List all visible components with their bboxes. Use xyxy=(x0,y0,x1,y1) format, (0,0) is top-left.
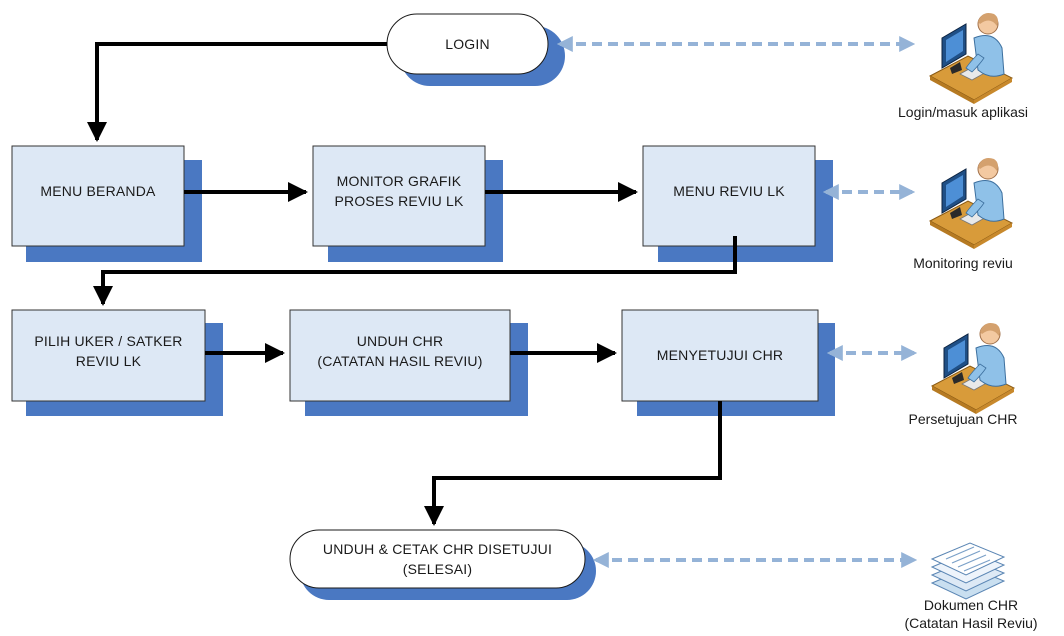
monitor-grafik-label: MONITOR GRAFIK PROSES REVIU LK xyxy=(334,173,464,209)
document-stack-icon xyxy=(931,542,1005,600)
user-at-computer-icon xyxy=(929,157,1013,250)
menyetujui-label: MENYETUJUI CHR xyxy=(656,347,784,363)
login-label: LOGIN xyxy=(445,36,490,52)
unduh-cetak-label: UNDUH & CETAK CHR DISETUJUI (SELESAI) xyxy=(322,541,553,577)
actor-label-monitoring: Monitoring reviu xyxy=(913,255,1013,271)
arrow-reviu-to-pilih xyxy=(93,236,737,306)
actor-label-dokumen: Dokumen CHR (Catatan Hasil Reviu) xyxy=(904,597,1038,631)
menu-reviu-node xyxy=(642,145,816,247)
menu-reviu-label: MENU REVIU LK xyxy=(673,183,785,199)
user-at-computer-icon xyxy=(931,322,1015,415)
pilih-uker-label: PILIH UKER / SATKER REVIU LK xyxy=(34,333,183,369)
unduh-cetak-node xyxy=(289,529,586,589)
menyetujui-node xyxy=(621,309,819,402)
menu-beranda-node xyxy=(11,145,185,247)
unduh-chr-node xyxy=(289,309,511,402)
arrow-menyetujui-to-cetak xyxy=(424,401,722,526)
unduh-chr-label: UNDUH CHR (CATATAN HASIL REVIU) xyxy=(317,333,483,369)
pilih-uker-node xyxy=(11,309,206,402)
menu-beranda-label: MENU BERANDA xyxy=(40,183,156,199)
arrow-login-to-beranda xyxy=(87,42,387,142)
actor-label-persetujuan: Persetujuan CHR xyxy=(908,411,1018,427)
monitor-grafik-node xyxy=(312,145,486,247)
actor-label-login: Login/masuk aplikasi xyxy=(898,104,1028,120)
user-at-computer-icon xyxy=(929,12,1013,105)
